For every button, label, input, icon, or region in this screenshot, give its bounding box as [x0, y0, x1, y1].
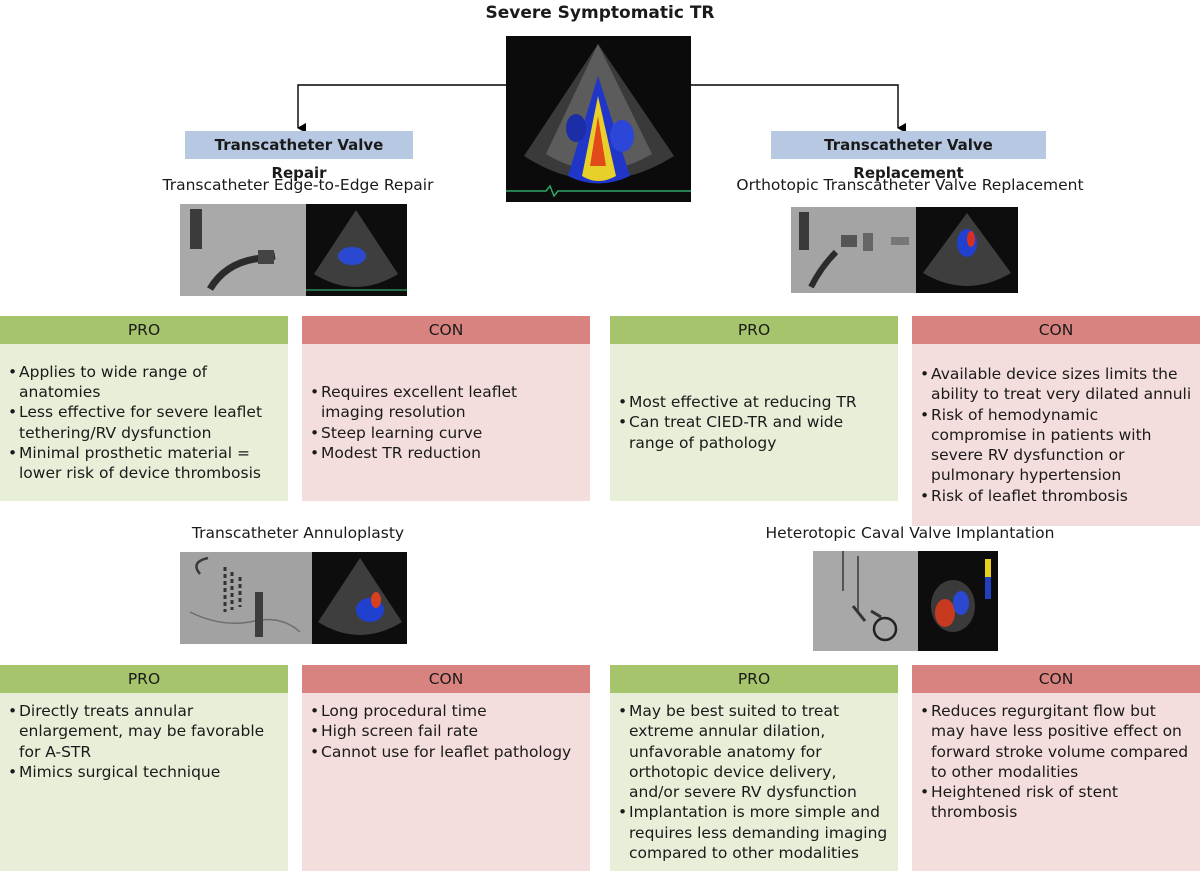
teer-title: Transcatheter Edge-to-Edge Repair [162, 176, 434, 194]
list-item: High screen fail rate [310, 721, 582, 742]
annuloplasty-pro-body: Directly treats annular enlargement, may… [0, 693, 288, 871]
teer-con-panel: CON Requires excellent leaflet imaging r… [302, 316, 590, 501]
arrow-to-replacement [690, 84, 906, 133]
heterotopic-pro-body: May be best suited to treat extreme annu… [610, 693, 898, 871]
connector-arrows [297, 84, 906, 133]
annuloplasty-con-panel: CON Long procedural time High screen fai… [302, 665, 590, 871]
list-item: Modest TR reduction [310, 443, 582, 464]
list-item: Steep learning curve [310, 423, 582, 444]
list-item: Available device sizes limits the abilit… [920, 364, 1192, 405]
annuloplasty-images [180, 552, 407, 644]
heterotopic-images [813, 551, 998, 651]
annuloplasty-pro-panel: PRO Directly treats annular enlargement,… [0, 665, 288, 871]
list-item: Requires excellent leaflet imaging resol… [310, 382, 582, 423]
heterotopic-con-panel: CON Reduces regurgitant flow but may hav… [912, 665, 1200, 871]
list-item: Minimal prosthetic material = lower risk… [8, 443, 280, 484]
orthotopic-con-panel: CON Available device sizes limits the ab… [912, 316, 1200, 526]
central-echo-image [506, 36, 691, 202]
repair-category-label: Transcatheter Valve Repair [185, 131, 413, 182]
annuloplasty-pro-header: PRO [0, 665, 288, 693]
list-item: Risk of hemodynamic compromise in patien… [920, 405, 1192, 486]
heterotopic-con-body: Reduces regurgitant flow but may have le… [912, 693, 1200, 871]
replacement-category-label: Transcatheter Valve Replacement [771, 131, 1046, 182]
annuloplasty-title: Transcatheter Annuloplasty [191, 524, 405, 542]
orthotopic-title: Orthotopic Transcatheter Valve Replaceme… [736, 176, 1084, 194]
list-item: Implantation is more simple and requires… [618, 802, 890, 863]
teer-pro-header: PRO [0, 316, 288, 344]
list-item: Cannot use for leaflet pathology [310, 742, 582, 763]
list-item: Applies to wide range of anatomies [8, 362, 280, 403]
annuloplasty-con-header: CON [302, 665, 590, 693]
orthotopic-con-header: CON [912, 316, 1200, 344]
list-item: Heightened risk of stent thrombosis [920, 782, 1192, 823]
arrow-to-repair [297, 84, 506, 133]
list-item: Long procedural time [310, 701, 582, 722]
orthotopic-pro-panel: PRO Most effective at reducing TR Can tr… [610, 316, 898, 501]
teer-pro-body: Applies to wide range of anatomies Less … [0, 344, 288, 501]
orthotopic-pro-header: PRO [610, 316, 898, 344]
teer-con-body: Requires excellent leaflet imaging resol… [302, 344, 590, 501]
teer-pro-panel: PRO Applies to wide range of anatomies L… [0, 316, 288, 501]
heterotopic-pro-panel: PRO May be best suited to treat extreme … [610, 665, 898, 871]
teer-images [180, 204, 407, 296]
orthotopic-con-body: Available device sizes limits the abilit… [912, 344, 1200, 526]
page-title: Severe Symptomatic TR [485, 3, 715, 23]
list-item: Reduces regurgitant flow but may have le… [920, 701, 1192, 782]
list-item: Directly treats annular enlargement, may… [8, 701, 280, 762]
heterotopic-title: Heterotopic Caval Valve Implantation [765, 524, 1055, 542]
list-item: Mimics surgical technique [8, 762, 280, 783]
list-item: May be best suited to treat extreme annu… [618, 701, 890, 802]
heterotopic-con-header: CON [912, 665, 1200, 693]
heterotopic-pro-header: PRO [610, 665, 898, 693]
list-item: Can treat CIED-TR and wide range of path… [618, 412, 890, 453]
annuloplasty-con-body: Long procedural time High screen fail ra… [302, 693, 590, 871]
orthotopic-pro-body: Most effective at reducing TR Can treat … [610, 344, 898, 501]
list-item: Risk of leaflet thrombosis [920, 486, 1192, 507]
list-item: Most effective at reducing TR [618, 392, 890, 413]
orthotopic-images [791, 207, 1018, 293]
list-item: Less effective for severe leaflet tether… [8, 402, 280, 443]
teer-con-header: CON [302, 316, 590, 344]
